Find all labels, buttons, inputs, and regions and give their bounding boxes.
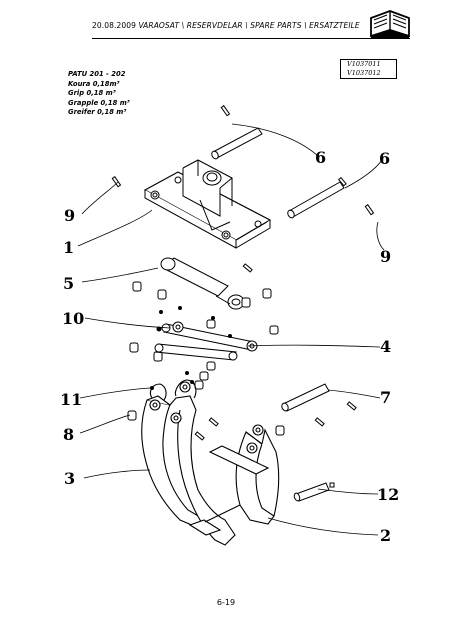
callout-8: 8 [63, 425, 75, 444]
bushings [127, 281, 285, 436]
model-line: Koura 0,18m³ [68, 79, 120, 88]
pin-shaft-7 [194, 383, 357, 441]
header-rule [92, 38, 410, 39]
model-line: Grip 0,18 m³ [68, 89, 116, 98]
callout-10: 10 [62, 309, 85, 328]
callout-3: 3 [64, 469, 76, 488]
callout-12: 12 [377, 485, 400, 504]
part-code: V1037011 [347, 60, 381, 68]
callout-7: 7 [380, 388, 392, 407]
part-code-box: V1037011 V1037012 [340, 59, 397, 79]
page-number: 6-19 [216, 598, 236, 607]
callout-9: 9 [64, 206, 76, 225]
rotator-bracket [143, 159, 272, 249]
book-icon [370, 10, 410, 39]
callout-1: 1 [63, 238, 75, 257]
callout-6: 6 [315, 148, 327, 167]
page-header: 20.08.2009 VARAOSAT \ RESERVDELAR \ SPAR… [92, 21, 410, 39]
shaft-upper [211, 127, 263, 160]
callout-5: 5 [63, 274, 75, 293]
jaw-right [188, 424, 280, 536]
model-line: Grapple 0,18 m³ [68, 98, 130, 107]
callout-6: 6 [379, 149, 391, 168]
callout-9: 9 [380, 247, 392, 266]
shaft-right [287, 176, 347, 219]
leader-lines [77, 123, 385, 536]
model-info: PATU 201 - 202 Koura 0,18m³ Grip 0,18 m³… [68, 70, 130, 118]
callout-4: 4 [380, 337, 392, 356]
split-pin-top [220, 105, 231, 117]
header-date: 20.08.2009 [92, 21, 136, 30]
main-shaft [160, 257, 245, 310]
callout-11: 11 [60, 390, 83, 409]
part-code: V1037012 [347, 68, 381, 77]
header-title: VARAOSAT \ RESERVDELAR \ SPARE PARTS \ E… [138, 21, 360, 30]
jaw-left [141, 379, 236, 546]
model-name: PATU 201 - 202 [68, 70, 126, 78]
model-line: Greifer 0,18 m³ [68, 108, 127, 117]
callout-2: 2 [380, 526, 392, 545]
pin-12 [293, 482, 335, 502]
